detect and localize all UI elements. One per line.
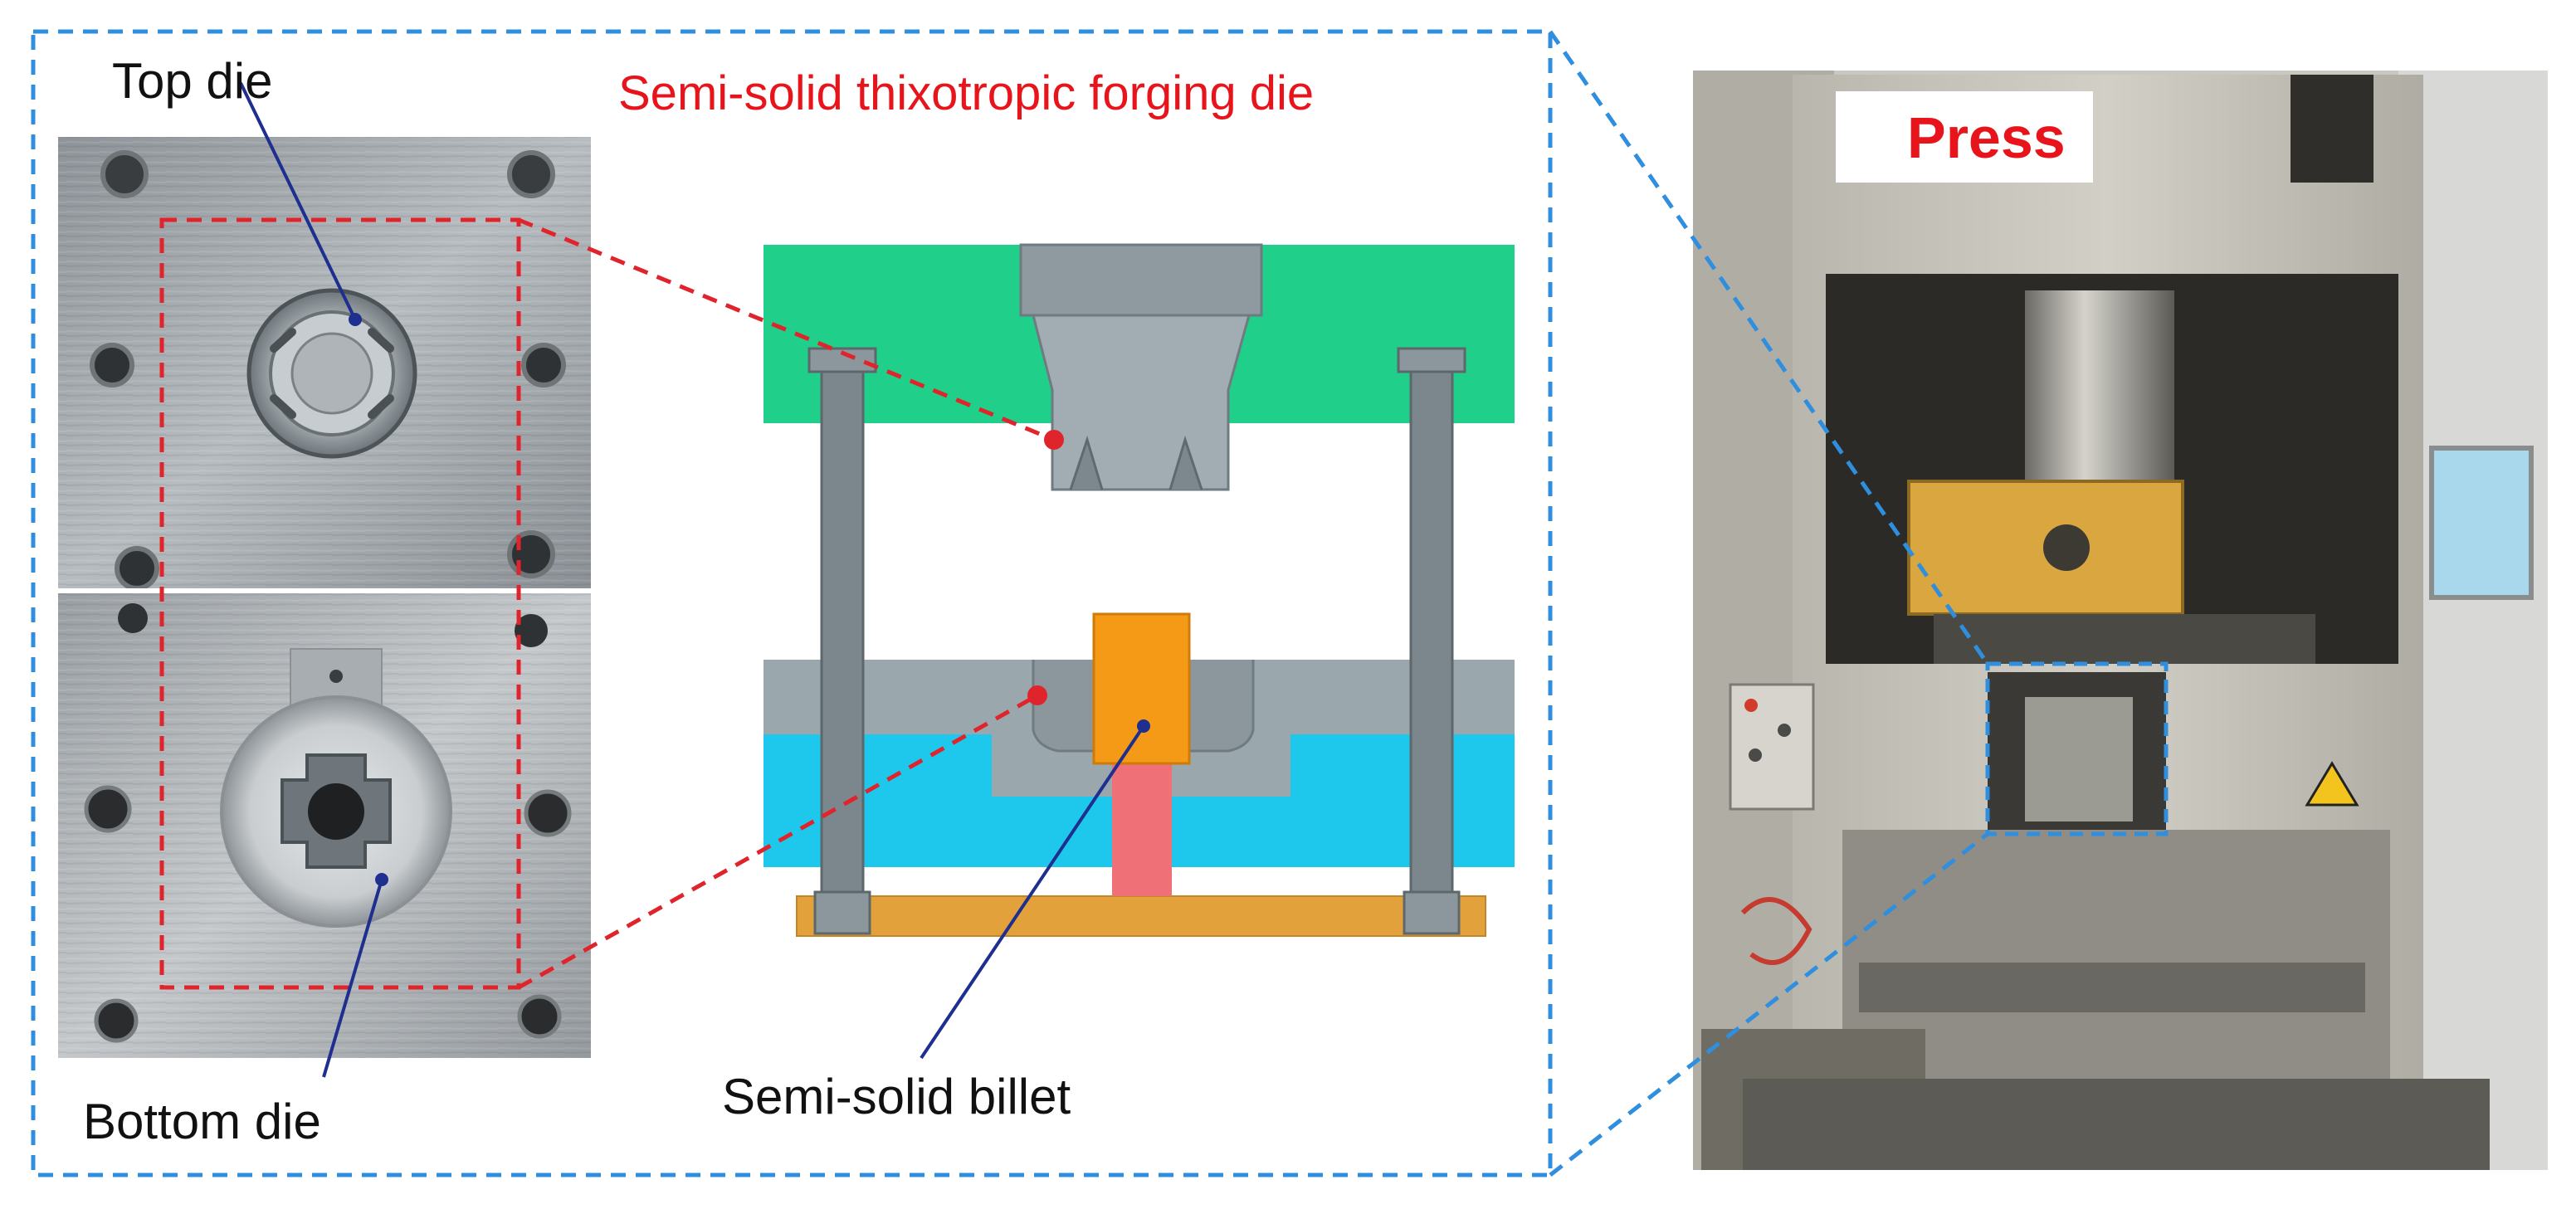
- die-title-label: Semi-solid thixotropic forging die: [618, 66, 1314, 120]
- bolt-hole: [524, 789, 572, 837]
- press-label: Press: [1907, 105, 2066, 170]
- die-schematic: [764, 243, 1515, 937]
- base-plate: [796, 895, 1486, 937]
- bolt-hole: [521, 343, 566, 388]
- die-photos: [58, 137, 591, 1058]
- bolt-hole: [84, 785, 132, 833]
- top-die-photo: [58, 137, 591, 591]
- die-callout-dashed-box: [31, 29, 1553, 1177]
- press-detail-dashed-box: [1985, 661, 2169, 836]
- connector-dot-top: [1044, 430, 1064, 450]
- top-die-label: Top die: [112, 53, 272, 109]
- red-connectors: [517, 217, 1064, 990]
- press-label-box: [1836, 91, 2093, 183]
- bottom-die-label: Bottom die: [83, 1094, 321, 1149]
- bolt-hole: [100, 150, 149, 198]
- top-die-pointer-dot: [349, 313, 362, 326]
- guide-pillar-right: [1397, 347, 1466, 935]
- die-region-dashed-box: [159, 217, 521, 990]
- press-photo: [1693, 71, 2548, 1170]
- pointers: [239, 82, 1150, 1078]
- connector-dot-bottom: [1027, 685, 1047, 705]
- upper-die: [764, 243, 1515, 491]
- billet-label: Semi-solid billet: [722, 1069, 1071, 1124]
- billet-pointer-dot: [1137, 719, 1150, 733]
- bolt-hole: [515, 614, 548, 647]
- press-ram: [2025, 290, 2174, 481]
- bolt-hole: [118, 603, 148, 633]
- bottom-die-insert: [220, 695, 452, 928]
- bolt-hole: [115, 546, 159, 591]
- warning-sign: [2305, 761, 2359, 807]
- bolt-hole: [94, 998, 139, 1043]
- bolt-hole: [90, 343, 134, 388]
- top-die-insert: [246, 288, 417, 459]
- bottom-die-pointer-dot: [375, 873, 388, 886]
- bottom-die-photo: [58, 593, 591, 1058]
- blue-callout: [31, 29, 1990, 1177]
- bolt-hole: [517, 994, 562, 1039]
- semi-solid-billet-shape: [1092, 612, 1191, 765]
- bolt-hole: [507, 150, 555, 198]
- bolt-hole: [507, 530, 555, 578]
- guide-pillar-left: [807, 347, 877, 935]
- control-box: [1729, 683, 1815, 811]
